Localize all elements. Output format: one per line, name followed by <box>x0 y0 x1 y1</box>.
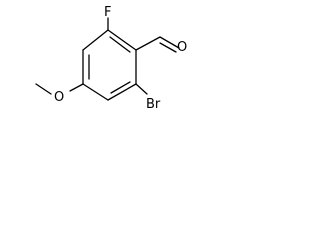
bromine-atom-label: Br <box>146 97 161 112</box>
bromo-bond <box>135 83 148 95</box>
methoxy-methyl-bond <box>35 83 52 95</box>
carbonyl-double-bond-inner <box>159 42 177 53</box>
methoxy-ring-bond <box>69 83 84 92</box>
aldehyde-oxygen-label: O <box>177 40 187 55</box>
structure-diagram: F O O Br <box>35 5 187 112</box>
ring-bond-top-left <box>82 29 109 51</box>
methoxy-oxygen-label: O <box>54 90 64 105</box>
carbonyl-carbon-bond <box>135 36 161 51</box>
ring-double-bond-bottom-right <box>110 81 131 94</box>
carbonyl-double-bond-outer <box>159 36 180 49</box>
fluorine-atom-label: F <box>104 5 111 20</box>
ring-double-bond-top-right <box>109 36 131 53</box>
ring-bond-bottom-right <box>107 83 137 101</box>
ring-bond-bottom-left <box>82 83 109 101</box>
ring-bond-top-right <box>107 29 137 51</box>
